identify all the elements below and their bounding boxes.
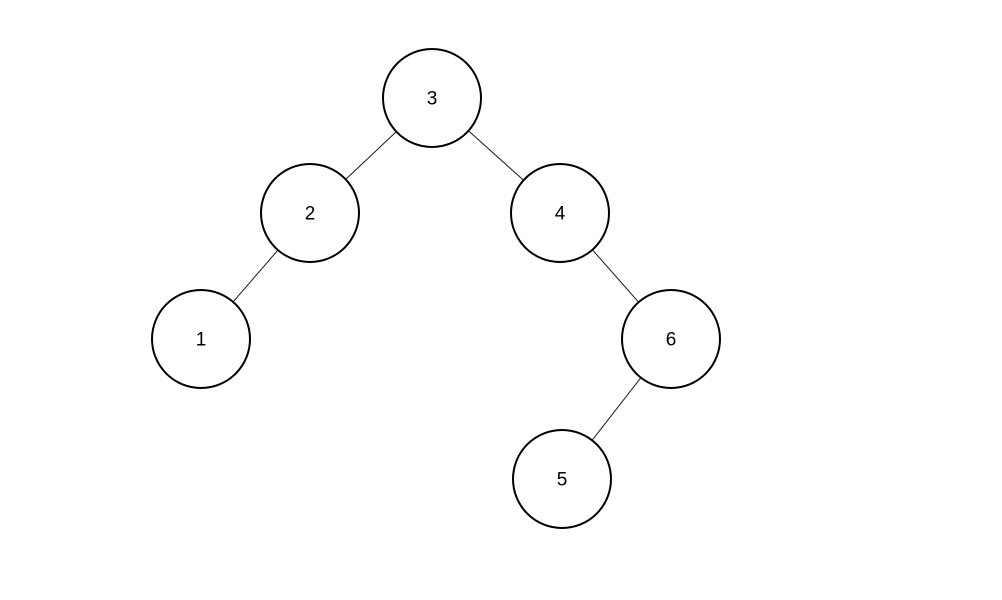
tree-edge [345, 131, 397, 180]
node-circle[interactable] [151, 289, 251, 389]
tree-edge [468, 130, 524, 181]
tree-node[interactable]: 6 [621, 289, 721, 389]
node-label: 3 [427, 89, 438, 110]
tree-node[interactable]: 2 [260, 163, 360, 263]
node-circle[interactable] [382, 48, 482, 148]
tree-edge [592, 249, 639, 303]
tree-node[interactable]: 5 [512, 429, 612, 529]
tree-node[interactable]: 1 [151, 289, 251, 389]
nodes-layer: 3 2 4 1 6 5 [151, 48, 721, 529]
node-label: 2 [305, 204, 316, 225]
node-label: 5 [557, 470, 568, 491]
node-label: 4 [555, 204, 566, 225]
node-label: 1 [196, 330, 207, 351]
node-circle[interactable] [260, 163, 360, 263]
tree-edge [591, 377, 642, 441]
node-circle[interactable] [512, 429, 612, 529]
node-circle[interactable] [621, 289, 721, 389]
tree-node[interactable]: 4 [510, 163, 610, 263]
node-circle[interactable] [510, 163, 610, 263]
tree-node[interactable]: 3 [382, 48, 482, 148]
node-label: 6 [666, 330, 677, 351]
edges-layer [232, 130, 642, 441]
tree-edge [232, 249, 279, 303]
